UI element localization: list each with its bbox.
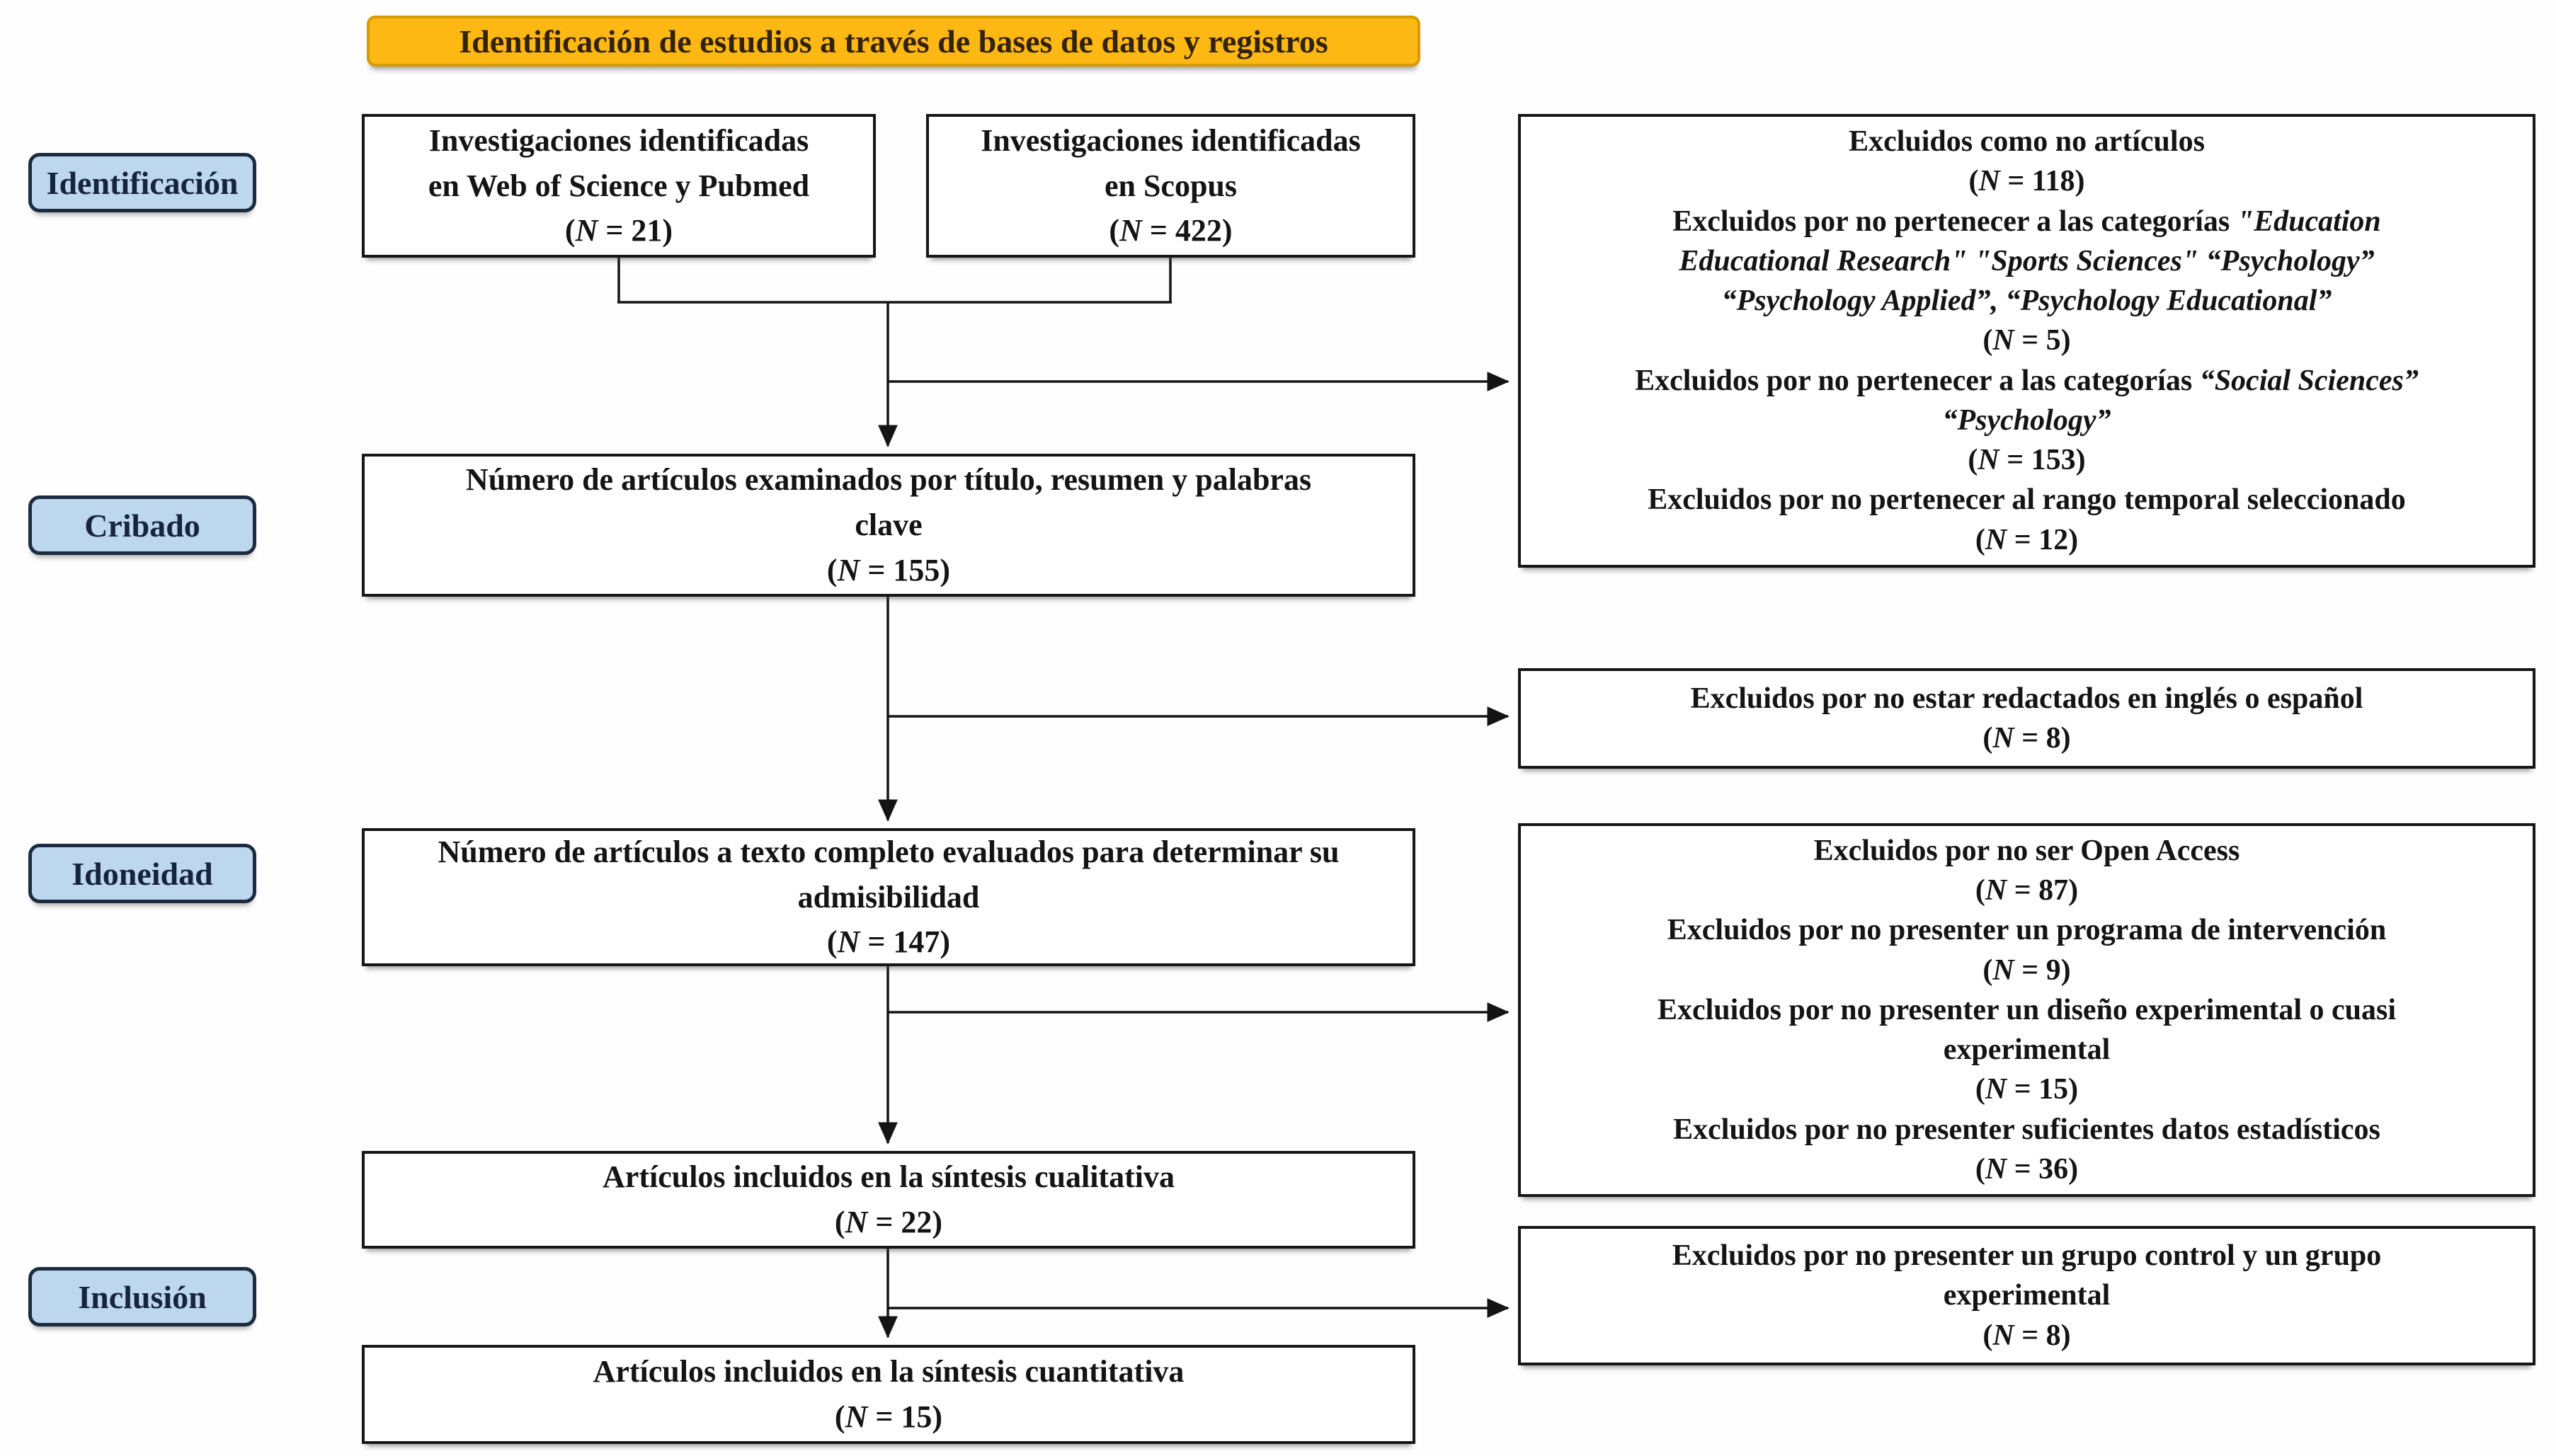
text-line: “Psychology Applied”, “Psychology Educat… [1721,285,2332,318]
text-line: “Psychology” [1942,403,2111,437]
stage-label-cribado: Cribado [28,495,256,555]
text-line: Excluidos por no estar redactados en ing… [1690,682,2363,715]
text-line: (N = 155) [826,552,951,587]
text-line: Número de artículos a texto completo eva… [438,834,1340,869]
text-line: (N = 118) [1968,165,2085,198]
text-line: (N = 12) [1975,523,2079,556]
box-excluded-eligibility: Excluidos por no ser Open Access (N = 87)… [1518,823,2535,1197]
text-line: admisibilidad [797,879,980,915]
text-line: experimental [1943,1279,2111,1312]
text-line: Excluidos como no artículos [1849,125,2205,159]
text-line: (N = 36) [1975,1152,2079,1186]
text-line: Excluidos por no presenter un programa d… [1667,914,2387,947]
text-line: (N = 9) [1982,953,2071,987]
text-line: (N = 15) [834,1399,943,1434]
text-line: (N = 147) [826,924,951,960]
text-line: Excluidos por no pertenecer a las catego… [1635,364,2419,397]
text-line: Investigaciones identificadas [428,122,809,158]
text-line: (N = 22) [834,1205,943,1239]
text-line: Artículos incluidos en la síntesis cuali… [603,1159,1175,1195]
box-quantitative-synthesis: Artículos incluidos en la síntesis cuant… [362,1345,1415,1444]
box-identified-wos-pubmed: Investigaciones identificadas en Web of S… [362,114,876,258]
text-line: (N = 21) [564,213,673,248]
stage-label-idoneidad: Idoneidad [28,844,256,903]
text-line: experimental [1943,1033,2111,1067]
text-line: Excluidos por no ser Open Access [1813,834,2240,867]
text-line: (N = 5) [1982,324,2071,357]
text-line: Excluidos por no presenter un grupo cont… [1672,1239,2382,1273]
text-line: en Web of Science y Pubmed [428,168,810,203]
box-qualitative-synthesis: Artículos incluidos en la síntesis cuali… [362,1151,1415,1249]
diagram-title-banner: Identificación de estudios a través de b… [367,16,1420,67]
text-line: Excluidos por no presenter un diseño exp… [1657,993,2397,1026]
box-screened-title-abstract: Número de artículos examinados por títul… [362,454,1415,597]
text-line: (N = 8) [1982,722,2071,755]
box-excluded-identification: Excluidos como no artículos (N = 118) Excl… [1518,114,2535,568]
text-line: Investigaciones identificadas [981,122,1361,158]
text-line: (N = 15) [1975,1073,2079,1106]
text-line: Excluidos por no pertenecer al rango tem… [1648,483,2406,517]
box-excluded-language: Excluidos por no estar redactados en ing… [1518,668,2535,769]
box-identified-scopus: Investigaciones identificadas en Scopus (N… [926,114,1415,258]
text-line: en Scopus [1104,168,1238,203]
text-line: (N = 87) [1975,874,2079,907]
text-line: Excluidos por no pertenecer a las catego… [1672,205,2381,238]
box-excluded-inclusion: Excluidos por no presenter un grupo cont… [1518,1226,2535,1365]
text-line: (N = 8) [1982,1319,2071,1352]
text-line: Artículos incluidos en la síntesis cuant… [593,1354,1185,1389]
box-fulltext-assessed: Número de artículos a texto completo eva… [362,828,1415,966]
text-line: (N = 422) [1109,213,1233,248]
text-line: clave [855,508,923,543]
text-line: Excluidos por no presenter suficientes d… [1673,1113,2380,1146]
stage-label-inclusion: Inclusión [28,1267,256,1326]
text-line: (N = 153) [1968,444,2086,477]
stage-label-identificacion: Identificación [28,153,256,212]
text-line: Educational Research" "Sports Sciences" … [1679,244,2375,277]
text-line: Número de artículos examinados por títul… [465,462,1312,498]
